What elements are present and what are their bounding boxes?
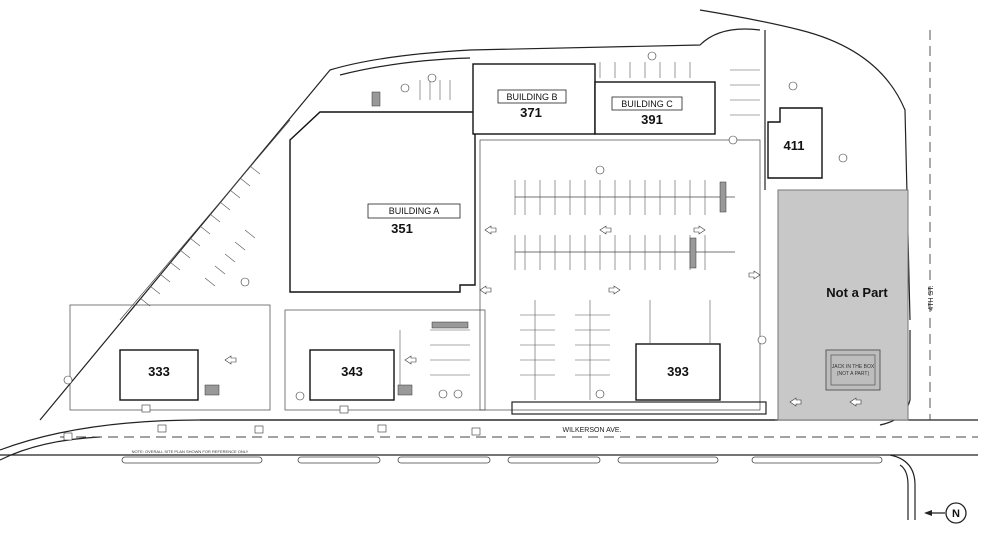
building-a-number: 351 [391,221,413,236]
fourth-st-road [889,30,931,520]
building-c-number: 391 [641,112,663,127]
not-a-part-label: Not a Part [826,285,888,300]
building-333[interactable]: 333 [119,349,199,401]
road-medians [121,456,883,464]
jack-in-the-box-label: JACK IN THE BOX [832,364,875,370]
callout-tags [63,404,481,441]
north-parking-strip [371,62,760,116]
parking-row-2 [514,235,735,270]
site-plan-note: NOTE: OVERALL SITE PLAN SHOWN FOR REFERE… [132,449,249,454]
building-333-number: 333 [148,364,170,379]
building-411-number: 411 [784,138,805,153]
wilkerson-ave-road [0,419,978,461]
building-c[interactable]: BUILDING C 391 [594,81,716,135]
building-343[interactable]: 343 [309,349,395,401]
central-parking-field [479,139,767,415]
parking-row-1 [514,180,735,215]
not-a-part-sublabel: (NOT A PART) [837,371,870,377]
traffic-arrows [224,225,862,407]
north-arrow-icon: N [924,502,967,524]
nw-diagonal-parking [119,119,291,321]
building-a[interactable]: BUILDING A 351 [289,111,476,293]
parking-columns-south [520,300,711,400]
not-a-part-parcel: Not a Part JACK IN THE BOX (NOT A PART) [777,189,909,421]
wilkerson-ave-label: WILKERSON AVE. [563,427,622,434]
site-markers [63,51,848,401]
building-b[interactable]: BUILDING B 371 [472,63,596,135]
building-b-name: BUILDING B [506,92,557,102]
building-393-number: 393 [667,364,689,379]
building-c-name: BUILDING C [621,99,673,109]
southwest-parking [69,304,486,411]
building-343-number: 343 [341,364,363,379]
building-393[interactable]: 393 [635,343,721,401]
building-b-number: 371 [520,105,542,120]
building-411[interactable]: 411 [767,107,823,179]
fourth-st-label: 4TH ST. [928,285,935,310]
north-arrow-label: N [952,508,960,520]
building-a-name: BUILDING A [389,206,440,216]
